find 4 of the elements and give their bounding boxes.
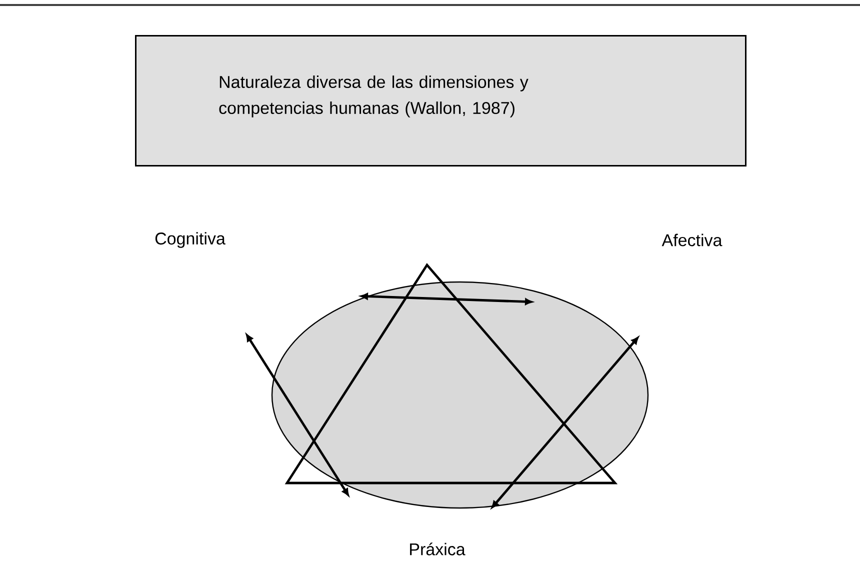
dimension-label: Afectiva xyxy=(662,234,722,246)
title-box: Naturaleza diversa de las dimensiones y competencias humanas (Wallon, 1987) xyxy=(135,35,746,166)
dimension-label: Cognitiva xyxy=(155,232,226,248)
dimension-label: Práxica xyxy=(410,542,466,556)
